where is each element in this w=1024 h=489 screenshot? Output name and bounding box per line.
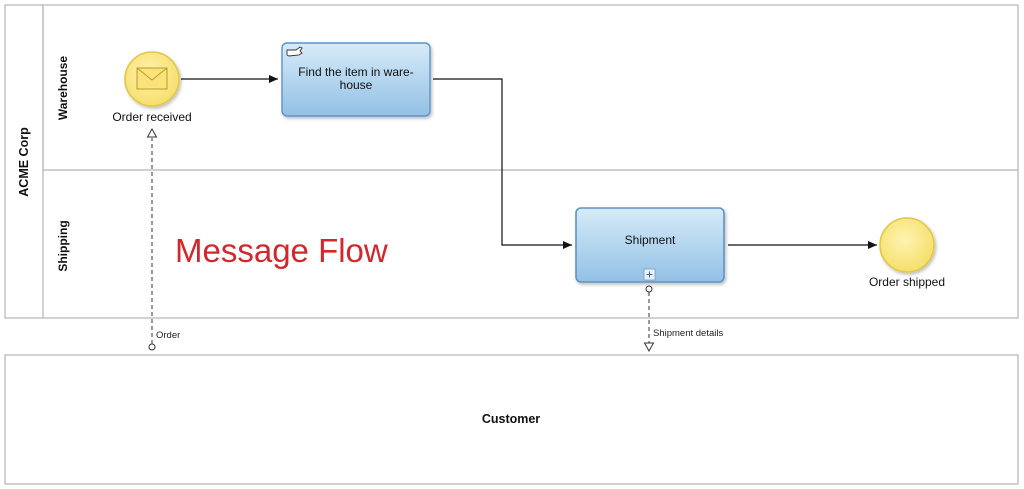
message-flow-order-label: Order xyxy=(156,330,180,341)
sequence-flow-find-to-shipment[interactable] xyxy=(433,78,572,249)
end-event-label: Order shipped xyxy=(869,275,945,289)
subprocess-plus-icon[interactable] xyxy=(643,268,656,281)
message-flow-order-arrowhead xyxy=(146,127,158,138)
subprocess-shipment[interactable]: Shipment xyxy=(575,207,725,283)
pool-acme-corp[interactable]: ACME Corp xyxy=(4,4,1019,319)
pool-customer[interactable]: Customer xyxy=(4,354,1019,485)
task-find-item-label-line2: house xyxy=(340,78,373,92)
end-event-order-shipped[interactable]: Order shipped xyxy=(869,217,945,289)
start-event-order-received[interactable]: Order received xyxy=(112,51,192,124)
task-find-item[interactable]: Find the item in ware- house xyxy=(281,42,431,117)
lane-warehouse[interactable]: Warehouse xyxy=(42,5,1018,171)
lane-title-shipping: Shipping xyxy=(56,220,70,271)
message-flow-order-source-circle xyxy=(148,343,156,351)
task-find-item-label-line1: Find the item in ware- xyxy=(298,65,413,79)
message-flow-shipment-arrowhead xyxy=(643,342,655,353)
message-flow-shipment-details-label: Shipment details xyxy=(653,328,723,339)
hand-icon xyxy=(286,46,303,57)
message-flow-order[interactable]: Order xyxy=(146,127,181,351)
message-flow-shipment-source-circle xyxy=(645,285,653,293)
pool-title-customer: Customer xyxy=(482,412,540,426)
subprocess-shipment-label: Shipment xyxy=(625,233,676,247)
message-flow-shipment-details[interactable]: Shipment details xyxy=(643,285,724,353)
annotation-message-flow: Message Flow xyxy=(175,232,388,269)
lane-shipping[interactable]: Shipping xyxy=(56,220,70,271)
lane-title-warehouse: Warehouse xyxy=(56,56,70,121)
pool-title-acme: ACME Corp xyxy=(17,127,31,197)
start-event-label: Order received xyxy=(112,110,191,124)
envelope-icon xyxy=(136,67,168,90)
